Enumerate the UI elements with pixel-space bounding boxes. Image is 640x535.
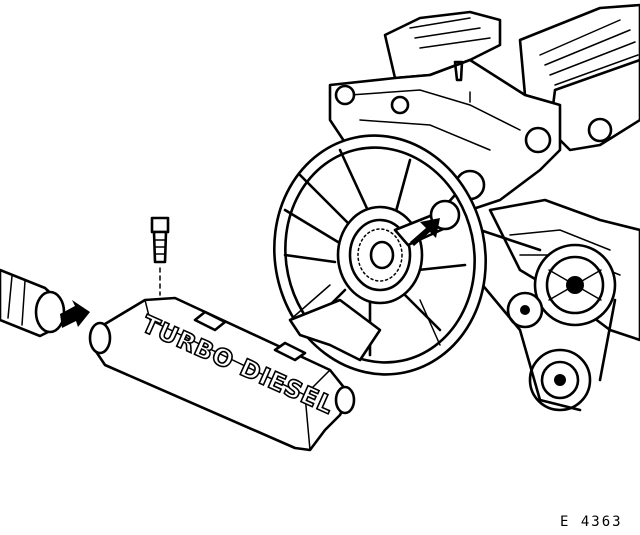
reference-code: E 4363 — [560, 514, 623, 530]
lower-pulley — [528, 348, 592, 412]
cover-bolt — [150, 216, 170, 296]
intake-hose — [0, 268, 66, 338]
drive-belt — [468, 228, 617, 412]
idler-pulley — [506, 291, 544, 329]
alternator — [533, 243, 617, 327]
hose-connect-arrow — [60, 300, 90, 328]
mounting-bracket — [288, 298, 382, 362]
fan-removal-arrow — [410, 218, 440, 246]
